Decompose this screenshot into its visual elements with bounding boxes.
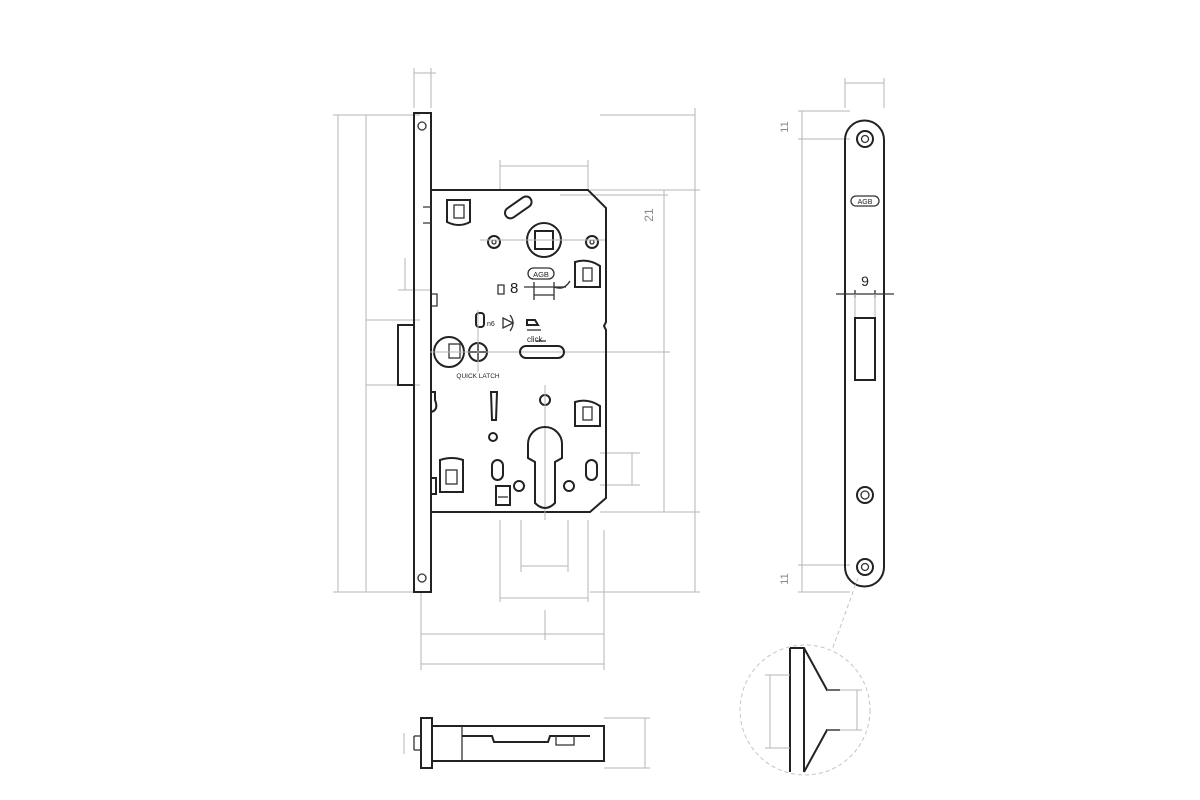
left-dimension-lines [333, 68, 436, 593]
strike-plate-outline [844, 119, 885, 588]
deadbolt-guide [430, 391, 438, 413]
spindle-size-label: 8 [510, 280, 518, 297]
latch-height-label: 21 [642, 208, 656, 222]
small-hole [488, 432, 498, 442]
brand-logo-body: AGB [527, 267, 555, 280]
latch-click-icon [526, 319, 540, 326]
strike-screw-bottom [856, 558, 874, 576]
latch-opening [854, 317, 876, 381]
side-faceplate [420, 717, 433, 769]
pin-vertical [489, 391, 499, 421]
strike-plate-view: 11 11 AGB 9 [779, 78, 894, 593]
front-plate [413, 112, 432, 593]
slot-middle [519, 345, 565, 359]
cylinder-slot-left [491, 459, 504, 481]
quick-latch-label: QUICK LATCH [456, 373, 500, 380]
latch-guide [431, 293, 438, 307]
countersink-detail-view [739, 577, 871, 776]
latch-bolt [397, 324, 414, 386]
bottom-dimension-lines [420, 520, 605, 670]
top-hole-offset-label: 11 [779, 121, 791, 132]
euro-cylinder-cutout [527, 426, 563, 509]
rotate-arrow-icon [502, 314, 515, 332]
side-body [431, 725, 605, 762]
cylinder-slot-right [585, 459, 598, 481]
cylinder-screw-hole-left [513, 480, 525, 492]
lock-case-outline [431, 189, 607, 513]
lock-body: AGB 8 n6 click QUICK LATCH [397, 112, 607, 593]
plate-detail [423, 206, 431, 224]
spring-mark-label: n6 [487, 321, 495, 328]
fixing-lug-mid-right [574, 259, 601, 288]
countersink-profile [789, 647, 840, 773]
latch-side-view [403, 717, 650, 769]
fixing-lug-bottom-left [439, 457, 464, 493]
plate-screw-hole-top [417, 121, 427, 131]
spindle-symbol-icon [497, 284, 505, 295]
screw-hole-left [487, 235, 501, 249]
screw-hole-right [585, 235, 599, 249]
fixing-lug-top-left [446, 199, 471, 226]
fixing-lug-lower-right [574, 399, 601, 427]
bottom-hole-offset-label: 11 [779, 573, 791, 584]
cylinder-screw-hole-right [563, 480, 575, 492]
detail-circle [739, 644, 871, 776]
brand-logo-plate: AGB [850, 195, 880, 207]
right-dimension-lines [499, 108, 700, 593]
click-label: click [527, 335, 544, 344]
side-notch-profile [462, 735, 590, 743]
plate-screw-hole-bottom [417, 573, 427, 583]
strike-width-label: 9 [861, 273, 869, 289]
strike-screw-top [856, 130, 874, 148]
latch-key-symbol [475, 312, 485, 328]
strike-screw-middle [856, 486, 874, 504]
brand-logo-plate-text: AGB [858, 199, 873, 206]
bottom-latch-block [495, 485, 511, 506]
slot-top [504, 195, 533, 220]
brand-logo-body-text: AGB [533, 270, 549, 279]
